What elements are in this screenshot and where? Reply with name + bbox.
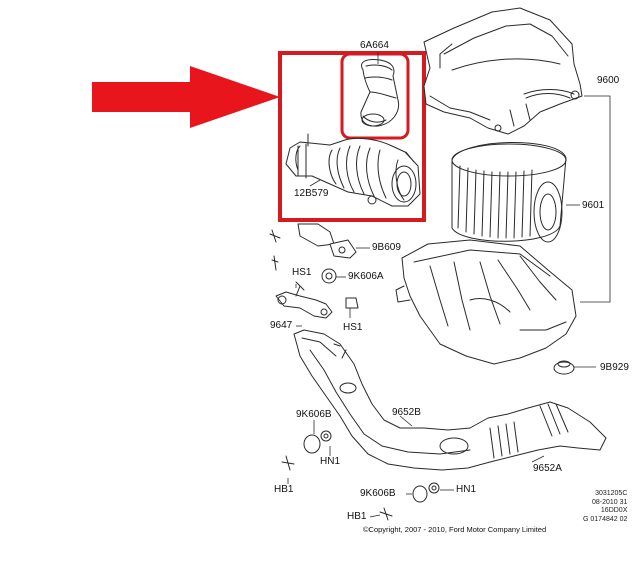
callout-9652b: 9652B xyxy=(392,407,421,418)
callout-hb1-top: HB1 xyxy=(274,484,294,495)
callout-9b929: 9B929 xyxy=(600,362,629,373)
callout-9647: 9647 xyxy=(270,320,293,331)
air-box-lower xyxy=(395,239,577,365)
leader-lines xyxy=(287,52,611,518)
filter-element-part xyxy=(451,141,567,243)
bolt-left-2 xyxy=(271,255,279,271)
callout-9601: 9601 xyxy=(582,200,605,211)
hose-highlight-box xyxy=(340,52,410,140)
callout-hs1-left: HS1 xyxy=(292,267,312,278)
upper-hose-part xyxy=(360,59,400,127)
intake-duct-part xyxy=(293,329,607,471)
resonator-part xyxy=(285,133,421,207)
grommet-9k606a xyxy=(321,268,337,284)
stamp-line-1: 3031205C xyxy=(595,490,628,497)
red-arrow-icon xyxy=(92,66,280,128)
callout-hn1-bottom: HN1 xyxy=(456,484,477,495)
support-bracket-9647 xyxy=(275,281,333,319)
callout-6a664: 6A664 xyxy=(360,40,389,51)
callout-9652a: 9652A xyxy=(533,463,562,474)
stamp-line-4: G 0174842 02 xyxy=(583,515,628,523)
callout-9k606b-bottom: 9K606B xyxy=(360,488,396,499)
copyright-text: ©Copyright, 2007 - 2010, Ford Motor Comp… xyxy=(363,525,547,534)
callout-9k606b-top: 9K606B xyxy=(296,409,332,420)
air-cleaner-cover xyxy=(423,7,583,135)
clip-hs1 xyxy=(345,297,359,309)
grommet-nut-top xyxy=(281,430,332,471)
callout-12b579: 12B579 xyxy=(294,188,329,199)
grommet-nut-bottom xyxy=(379,482,440,521)
callout-9k606a: 9K606A xyxy=(348,271,384,282)
callout-hn1-top: HN1 xyxy=(320,456,341,467)
callout-hs1-right: HS1 xyxy=(343,322,363,333)
callout-9b609: 9B609 xyxy=(372,242,401,253)
stamp-line-3: 16DD0X xyxy=(600,507,628,514)
callout-9600: 9600 xyxy=(597,75,620,86)
stamp-line-2: 08-2010 31 xyxy=(591,498,628,506)
mount-isolator-9b929 xyxy=(553,360,575,375)
bolt-left-top xyxy=(269,223,335,247)
bracket-9b609 xyxy=(329,239,357,259)
callout-hb1-bottom: HB1 xyxy=(347,511,367,522)
reference-stamp: 3031205C 08-2010 31 16DD0X G 0174842 02 xyxy=(583,490,627,524)
